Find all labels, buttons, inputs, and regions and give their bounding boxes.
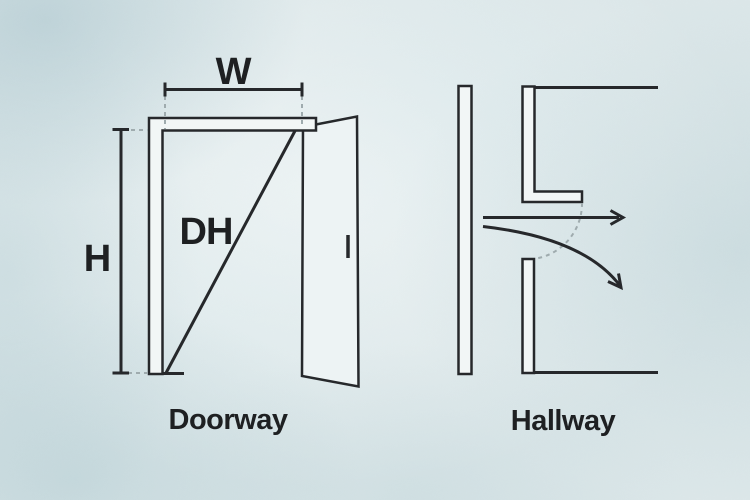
hallway-left-wall (457, 84, 473, 376)
diagonal-label: DH (180, 211, 233, 253)
width-label: W (216, 51, 252, 93)
doorway-caption: Doorway (169, 404, 288, 436)
height-dimension-line (112, 128, 129, 375)
height-label: H (84, 238, 110, 280)
diagonal-measure-line (164, 128, 298, 374)
straight-arrow-icon (483, 209, 627, 226)
hallway-diagram: Hallway (457, 84, 658, 437)
hallway-caption: Hallway (511, 405, 616, 437)
curved-arrow-icon (482, 225, 623, 291)
open-door-panel (300, 114, 360, 389)
hallway-lower-wall (521, 257, 536, 375)
door-frame (147, 116, 318, 376)
door-swing-arc (536, 202, 584, 260)
width-dimension-line (163, 82, 304, 97)
hallway-upper-wall (521, 85, 584, 204)
doorway-diagram: W H DH Doorway (84, 51, 360, 436)
